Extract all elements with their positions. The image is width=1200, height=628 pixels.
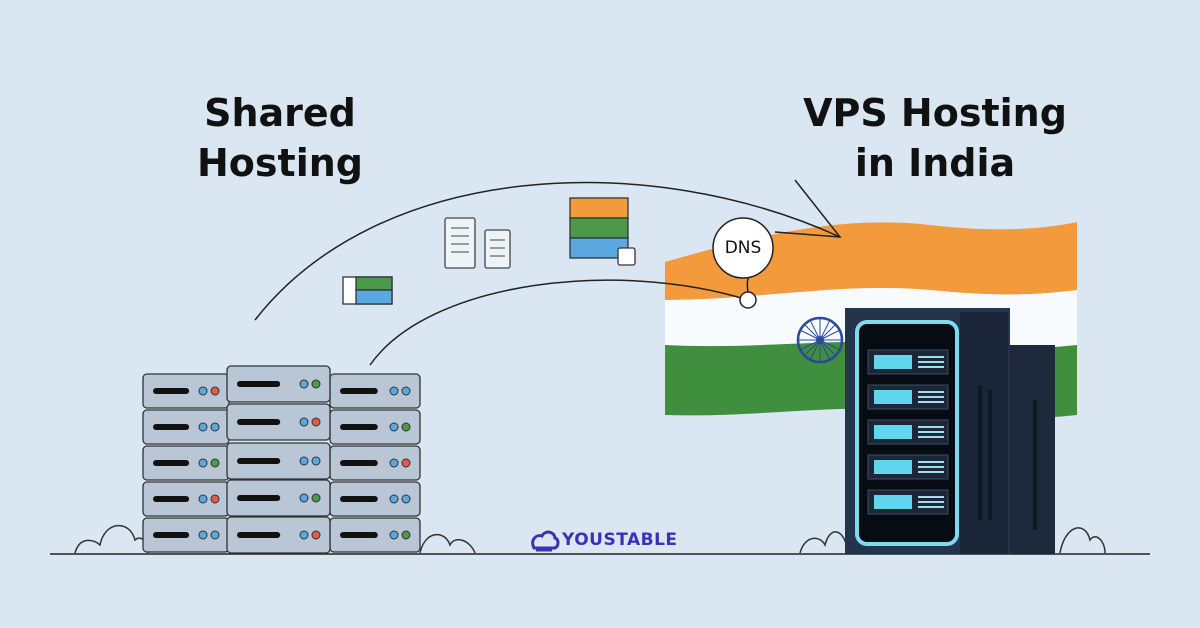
title-line: Hosting [197,141,363,185]
server-unit [226,403,331,441]
server-unit [329,517,421,553]
server-unit [329,409,421,445]
brand-logo: YOUSTABLE [562,530,678,550]
server-unit [226,442,331,480]
drive-bay [867,454,949,480]
server-unit [226,516,331,554]
vps-server-tower [845,308,1055,554]
server-unit [142,373,230,409]
server-unit [142,517,230,553]
server-unit [226,365,331,403]
data-blocks-icon [569,197,636,266]
server-unit [142,409,230,445]
title-line: VPS Hosting [803,91,1067,135]
document-icons [444,217,511,269]
server-unit [142,445,230,481]
drive-bay [867,349,949,375]
title-line: in India [854,141,1016,185]
server-unit [226,479,331,517]
server-unit [329,373,421,409]
ashoka-chakra-icon [796,316,844,364]
drive-bay [867,384,949,410]
dns-circle [712,217,774,279]
drive-bay [867,489,949,515]
drive-bay [867,419,949,445]
small-widget-icon [342,276,393,305]
endpoint-dot [739,291,757,309]
title-line: Shared [204,91,356,135]
shared-server-stack [142,365,421,554]
server-unit [142,481,230,517]
brand-cloud-icon [531,530,560,552]
server-unit [329,445,421,481]
vps-hosting-title: VPS Hosting in India [790,88,1080,188]
server-unit [329,481,421,517]
dns-label: DNS [724,238,762,258]
